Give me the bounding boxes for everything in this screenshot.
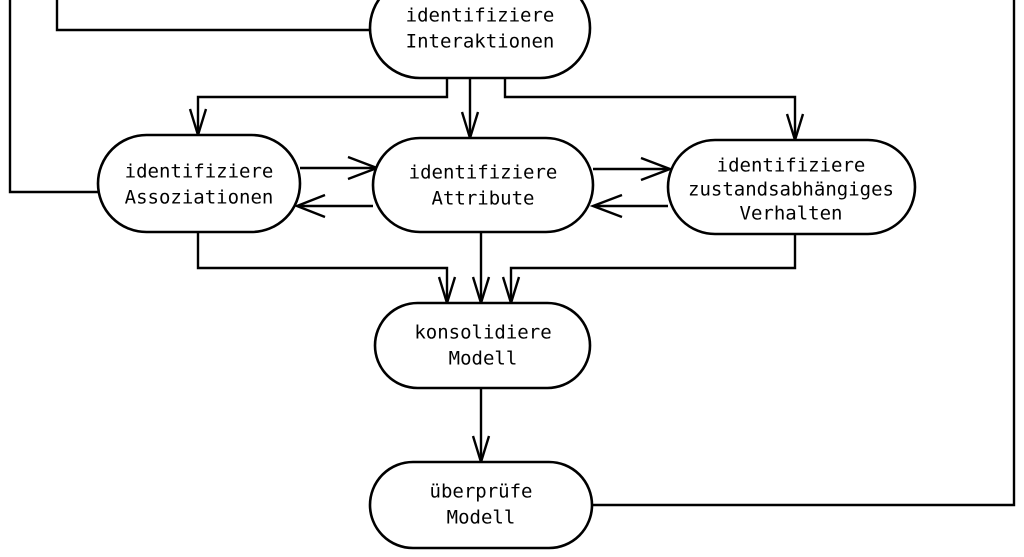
node-identifiziere-assoziationen-shape [96, 133, 302, 234]
node-identifiziere-zustandsabhaengiges-verhalten-shape [666, 138, 917, 236]
node-identifiziere-interaktionen-line1: identifiziere [406, 5, 555, 27]
node-identifiziere-attribute[interactable]: identifiziere Attribute [371, 136, 595, 234]
edge-offscreen-left-to-assoziationen [8, 0, 100, 194]
node-ueberpruefe-modell-line1: überprüfe [430, 481, 533, 503]
node-identifiziere-attribute-shape [371, 136, 595, 234]
node-ueberpruefe-modell-line2: Modell [447, 507, 516, 529]
node-layer: identifiziere Interaktionen identifizier… [96, 0, 917, 550]
arrowhead-attribute-to-verhalten [640, 156, 674, 182]
node-identifiziere-interaktionen-line2: Interaktionen [406, 31, 555, 53]
node-identifiziere-zustandsabhaengiges-verhalten[interactable]: identifiziere zustandsabhängiges Verhalt… [666, 138, 917, 236]
node-identifiziere-zustandsabhaengiges-verhalten-line2: zustandsabhängiges [688, 179, 894, 201]
node-ueberpruefe-modell-shape [368, 460, 594, 550]
edge-assoziationen-to-konsolidiere [196, 232, 449, 301]
node-konsolidiere-modell-line1: konsolidiere [414, 322, 551, 344]
edge-ueberpruefe-feedback-right [590, 0, 1016, 507]
edge-offscreen-left-to-interaktionen [55, 0, 372, 32]
arrowhead-attribute-to-assoziationen [293, 193, 326, 219]
node-konsolidiere-modell-line2: Modell [449, 348, 518, 370]
edge-layer [8, 0, 1016, 507]
node-identifiziere-zustandsabhaengiges-verhalten-line1: identifiziere [717, 155, 866, 177]
node-identifiziere-assoziationen-line1: identifiziere [125, 161, 274, 183]
edge-interaktionen-to-verhalten [503, 78, 797, 138]
node-konsolidiere-modell-shape [373, 301, 592, 390]
edge-verhalten-to-konsolidiere [509, 234, 797, 301]
node-konsolidiere-modell[interactable]: konsolidiere Modell [373, 301, 592, 390]
node-identifiziere-assoziationen[interactable]: identifiziere Assoziationen [96, 133, 302, 234]
node-identifiziere-attribute-line1: identifiziere [409, 162, 558, 184]
node-identifiziere-assoziationen-line2: Assoziationen [125, 187, 274, 209]
edge-interaktionen-to-assoziationen [196, 78, 449, 133]
node-identifiziere-attribute-line2: Attribute [432, 188, 535, 210]
node-identifiziere-interaktionen-shape [368, 0, 592, 80]
arrowhead-verhalten-to-attribute [589, 193, 623, 219]
node-ueberpruefe-modell[interactable]: überprüfe Modell [368, 460, 594, 550]
node-identifiziere-zustandsabhaengiges-verhalten-line3: Verhalten [740, 203, 843, 225]
node-identifiziere-interaktionen[interactable]: identifiziere Interaktionen [368, 0, 592, 80]
